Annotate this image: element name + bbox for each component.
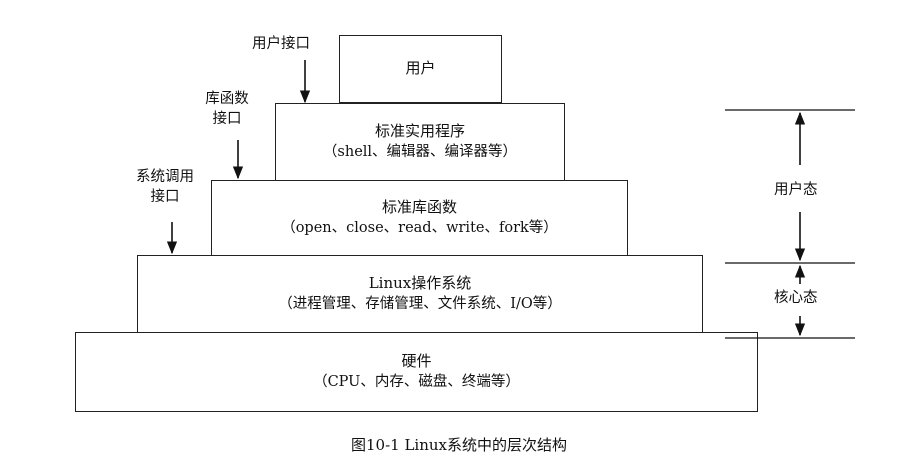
layer-utilities-title: 标准实用程序 (374, 121, 465, 140)
layer-library-detail: （open、close、read、write、fork等） (281, 220, 558, 237)
library-interface-line-2: 接口 (212, 111, 242, 128)
syscall-interface-label: 系统调用 接口 (116, 167, 214, 208)
layer-kernel: Linux操作系统 （进程管理、存储管理、文件系统、I/O等） (137, 255, 703, 333)
layer-utilities: 标准实用程序 （shell、编辑器、编译器等） (275, 103, 565, 181)
layer-kernel-title: Linux操作系统 (368, 273, 472, 292)
layer-library-title: 标准库函数 (381, 197, 457, 216)
layer-utilities-detail: （shell、编辑器、编译器等） (322, 144, 518, 161)
kernel-mode-label: 核心态 (774, 288, 818, 308)
syscall-interface-line-1: 系统调用 (136, 169, 194, 185)
user-mode-label: 用户态 (774, 180, 818, 200)
library-interface-label: 库函数 接口 (190, 89, 264, 130)
user-interface-text: 用户接口 (252, 36, 310, 52)
layer-user: 用户 (339, 35, 502, 103)
syscall-interface-line-2: 接口 (150, 189, 180, 206)
library-interface-line-1: 库函数 (205, 91, 249, 107)
kernel-mode-text: 核心态 (774, 290, 818, 306)
layer-kernel-detail: （进程管理、存储管理、文件系统、I/O等） (278, 296, 562, 313)
layer-hardware: 硬件 （CPU、内存、磁盘、终端等） (75, 332, 758, 412)
layer-hardware-detail: （CPU、内存、磁盘、终端等） (313, 374, 520, 391)
user-interface-label: 用户接口 (252, 34, 310, 54)
layer-hardware-title: 硬件 (401, 351, 432, 370)
layer-user-title: 用户 (405, 59, 436, 78)
user-mode-text: 用户态 (774, 182, 818, 198)
figure-caption: 图10-1 Linux系统中的层次结构 (350, 436, 567, 454)
